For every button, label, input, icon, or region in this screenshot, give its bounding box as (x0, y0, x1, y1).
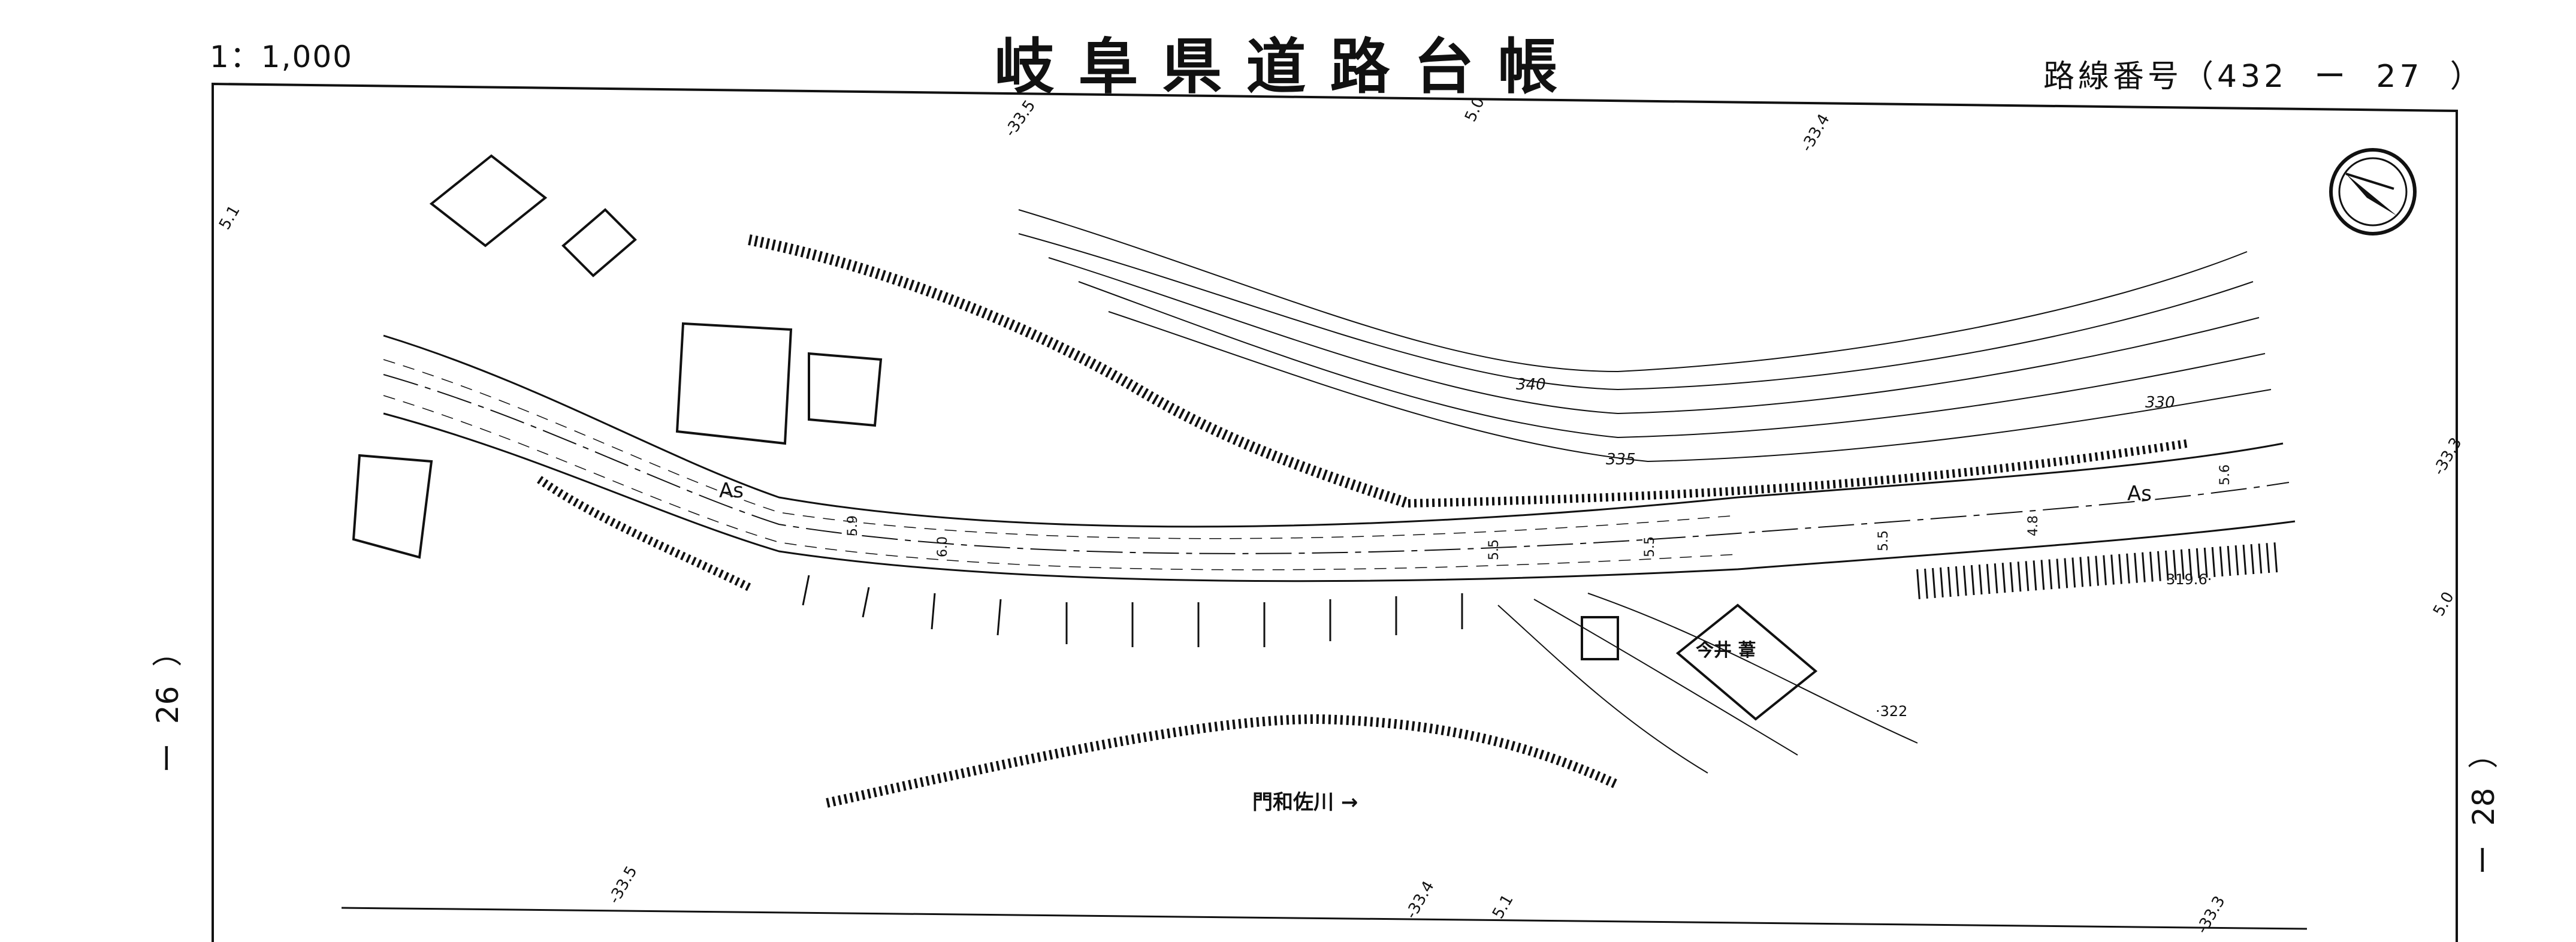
width-label: 5.5 (1487, 539, 1502, 560)
grid-label: 5.0 (2430, 589, 2458, 620)
width-label: 5.5 (1876, 530, 1891, 551)
grid-label: -33.3 (2430, 434, 2466, 478)
lower-grid-line (341, 907, 2308, 930)
width-label: 6.0 (935, 536, 950, 557)
map-frame (212, 82, 2458, 942)
grid-label: 5.1 (1489, 892, 1517, 922)
contour-label-340: 340 (1516, 376, 1546, 394)
retaining-wall (536, 234, 2278, 808)
map-scale: 1：1,000 (210, 40, 353, 74)
grid-label: -33.4 (1402, 878, 1438, 922)
grid-label: 5.1 (216, 203, 244, 233)
grid-label: -33.4 (1798, 111, 1834, 155)
map-labels: 340 335 330 ·322 319.6· As As 今井 葦 門和佐川 … (216, 95, 2466, 937)
buildings (352, 154, 1818, 721)
river-label: 門和佐川 → (1252, 790, 1358, 814)
north-arrow-icon (2329, 148, 2417, 236)
grid-label: -33.5 (1001, 97, 1039, 140)
contour-label-335: 335 (1606, 451, 1636, 469)
elevation-label-319: 319.6· (2166, 571, 2212, 588)
road-surface-label-right: As (2127, 482, 2152, 506)
grid-label: -33.3 (2193, 893, 2229, 937)
route-number: 路線番号（432 ー 27 ） (2043, 59, 2485, 95)
building-label: 今井 葦 (1696, 640, 1756, 661)
grid-label: -33.5 (605, 863, 641, 907)
road (383, 334, 2296, 582)
contour-label-330: 330 (2145, 394, 2175, 412)
width-label: 5.9 (845, 515, 860, 536)
ditch-ticks (802, 575, 1463, 647)
width-label: 5.6 (2218, 464, 2233, 485)
page-title: 岐阜県道路台帳 (994, 32, 1582, 102)
width-label: 5.5 (1642, 536, 1657, 557)
width-label: 4.8 (2026, 515, 2041, 536)
contour-lines (1018, 209, 2272, 774)
road-surface-label-left: As (719, 479, 744, 503)
elevation-label-322: ·322 (1876, 703, 1907, 720)
